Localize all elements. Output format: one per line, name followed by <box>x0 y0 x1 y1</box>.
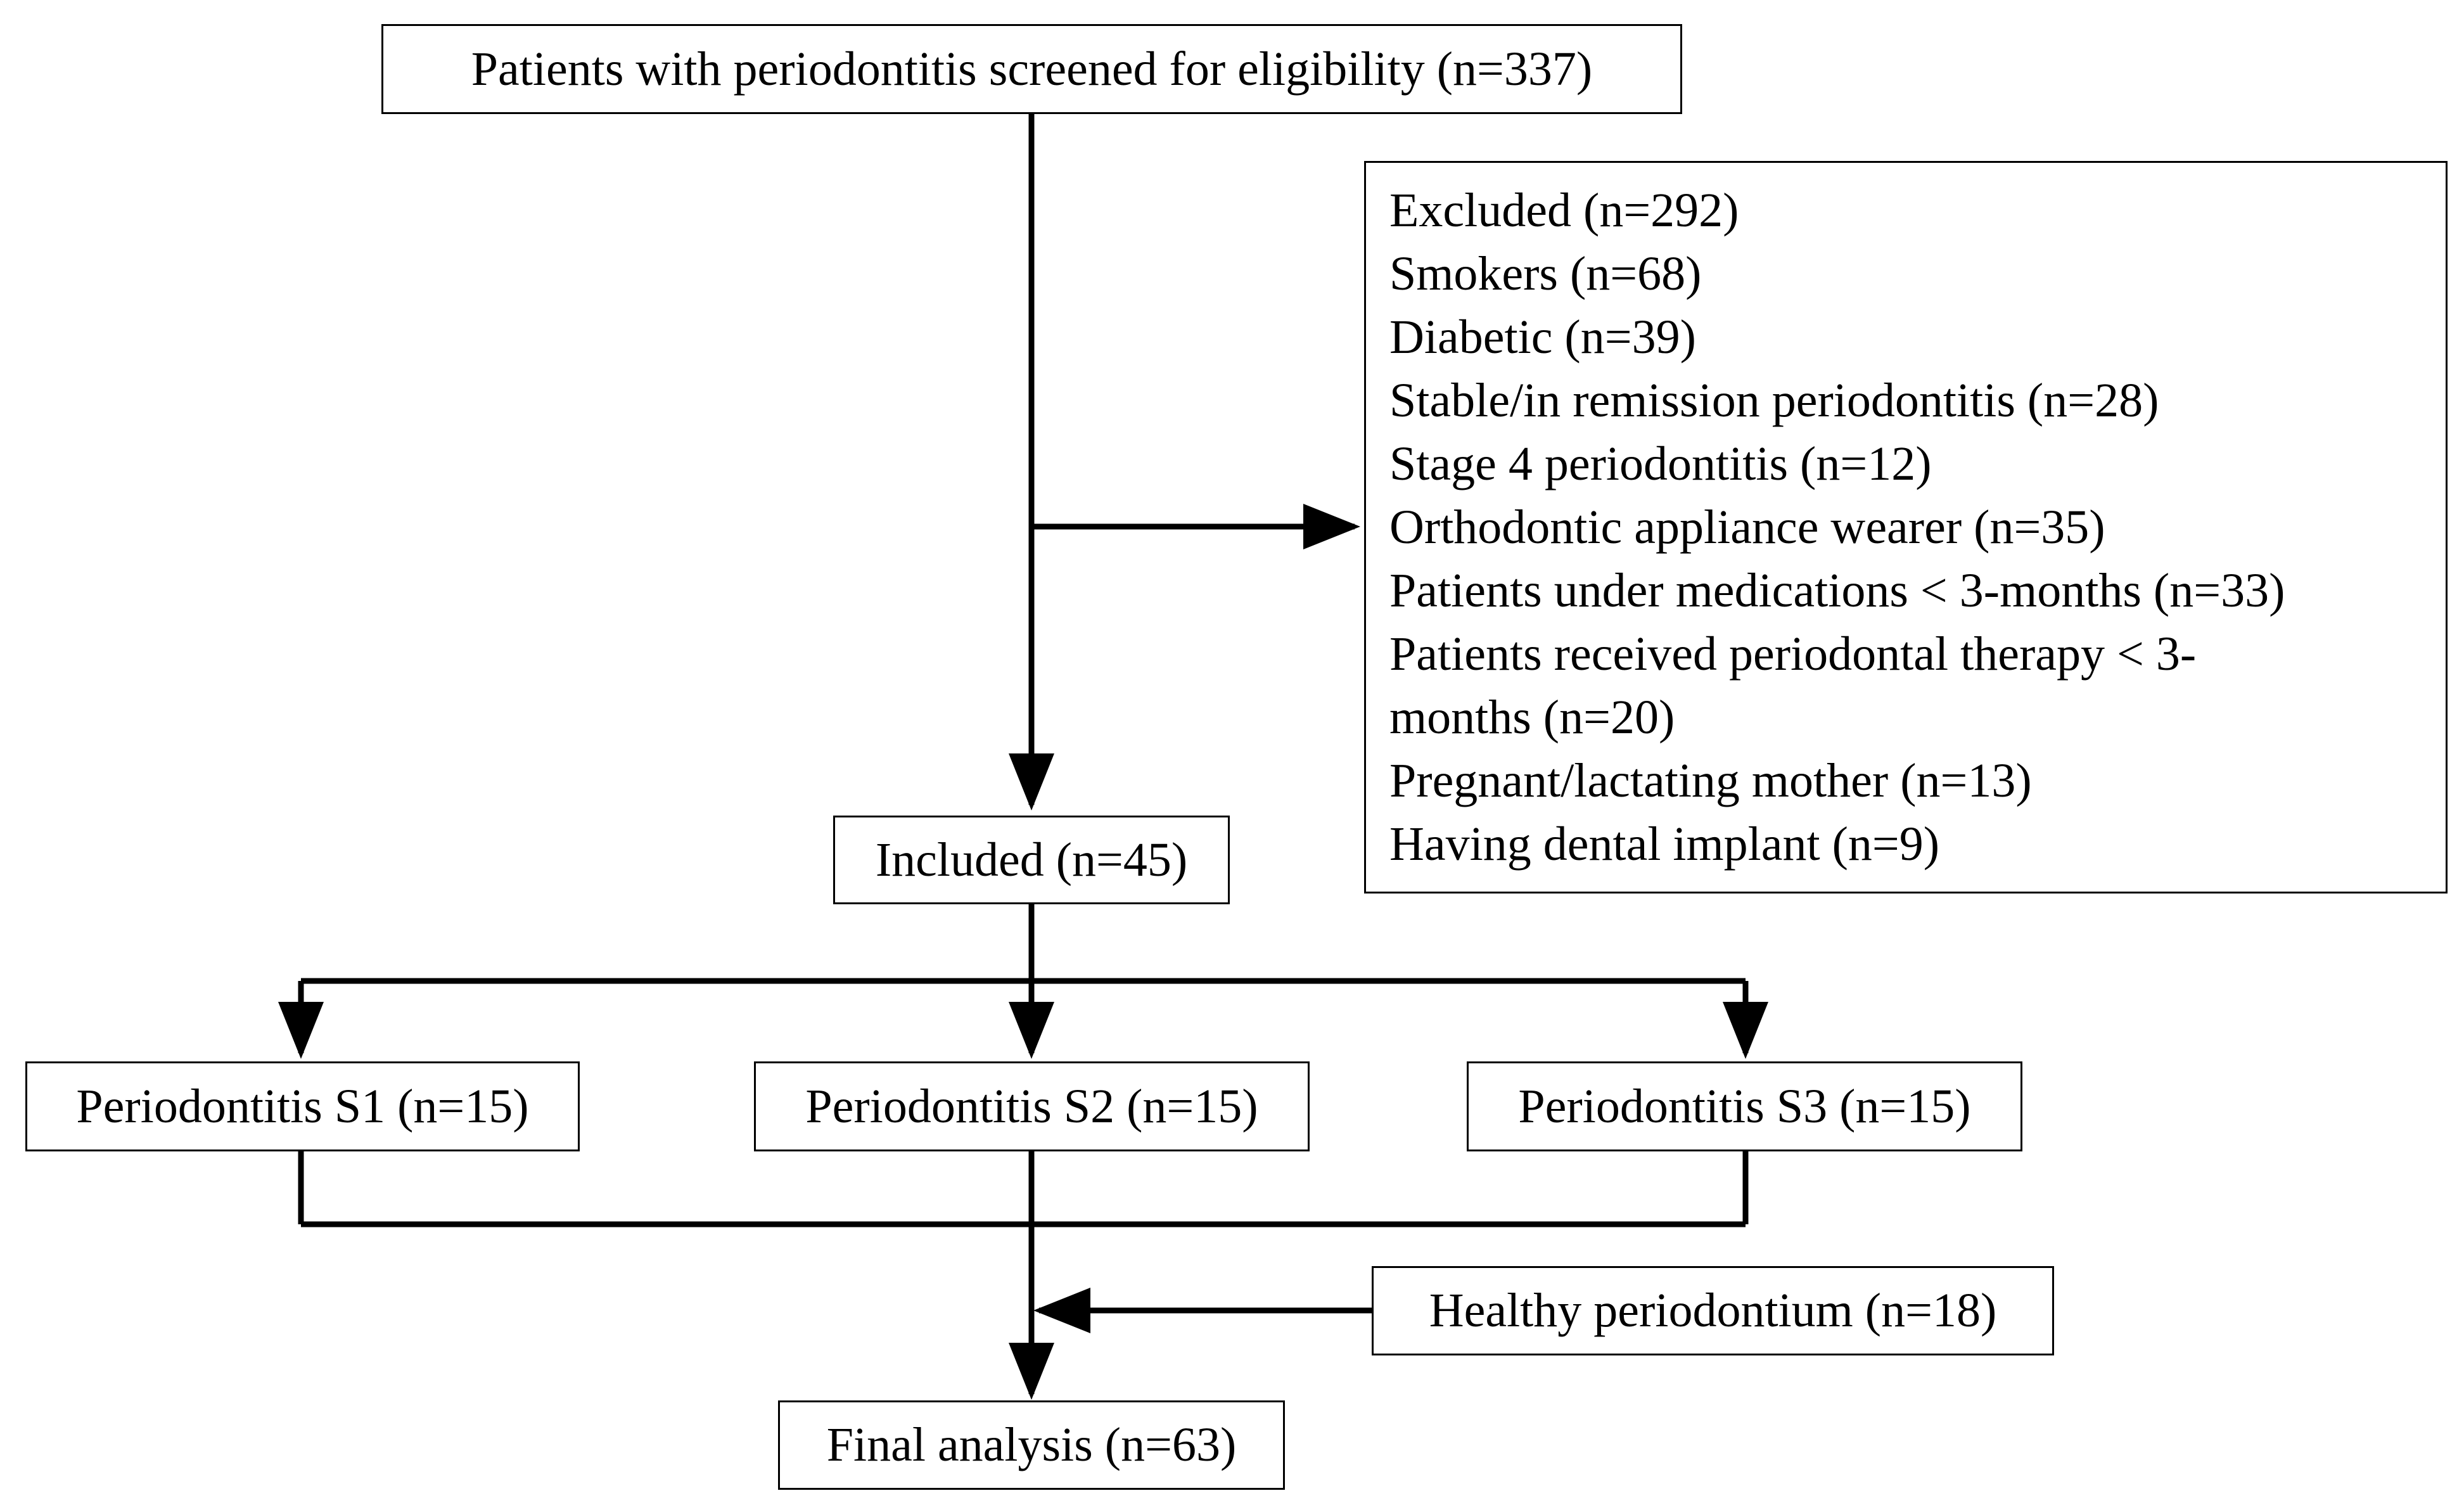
excluded-stable-remission: Stable/in remission periodontitis (n=28) <box>1389 374 2159 427</box>
excluded-diabetic: Diabetic (n=39) <box>1389 311 1696 364</box>
excluded-medications: Patients under medications < 3-months (n… <box>1389 564 2285 617</box>
excluded-orthodontic: Orthodontic appliance wearer (n=35) <box>1389 501 2105 554</box>
screened-box: Patients with periodontitis screened for… <box>381 24 1682 114</box>
group-s3-box: Periodontitis S3 (n=15) <box>1467 1061 2022 1151</box>
final-box: Final analysis (n=63) <box>778 1400 1285 1490</box>
group-s2-box: Periodontitis S2 (n=15) <box>754 1061 1310 1151</box>
excluded-box: Excluded (n=292) Smokers (n=68) Diabetic… <box>1364 161 2448 893</box>
excluded-periodontal-therapy-cont: months (n=20) <box>1389 691 1675 744</box>
excluded-total: Excluded (n=292) <box>1389 184 1739 237</box>
excluded-periodontal-therapy: Patients received periodontal therapy < … <box>1389 627 2197 681</box>
excluded-stage-4: Stage 4 periodontitis (n=12) <box>1389 437 1932 490</box>
included-box: Included (n=45) <box>833 816 1230 904</box>
excluded-smokers: Smokers (n=68) <box>1389 247 1702 300</box>
healthy-box: Healthy periodontium (n=18) <box>1372 1266 2054 1355</box>
excluded-dental-implant: Having dental implant (n=9) <box>1389 817 1940 871</box>
excluded-pregnant-lactating: Pregnant/lactating mother (n=13) <box>1389 754 2032 807</box>
group-s1-box: Periodontitis S1 (n=15) <box>25 1061 580 1151</box>
